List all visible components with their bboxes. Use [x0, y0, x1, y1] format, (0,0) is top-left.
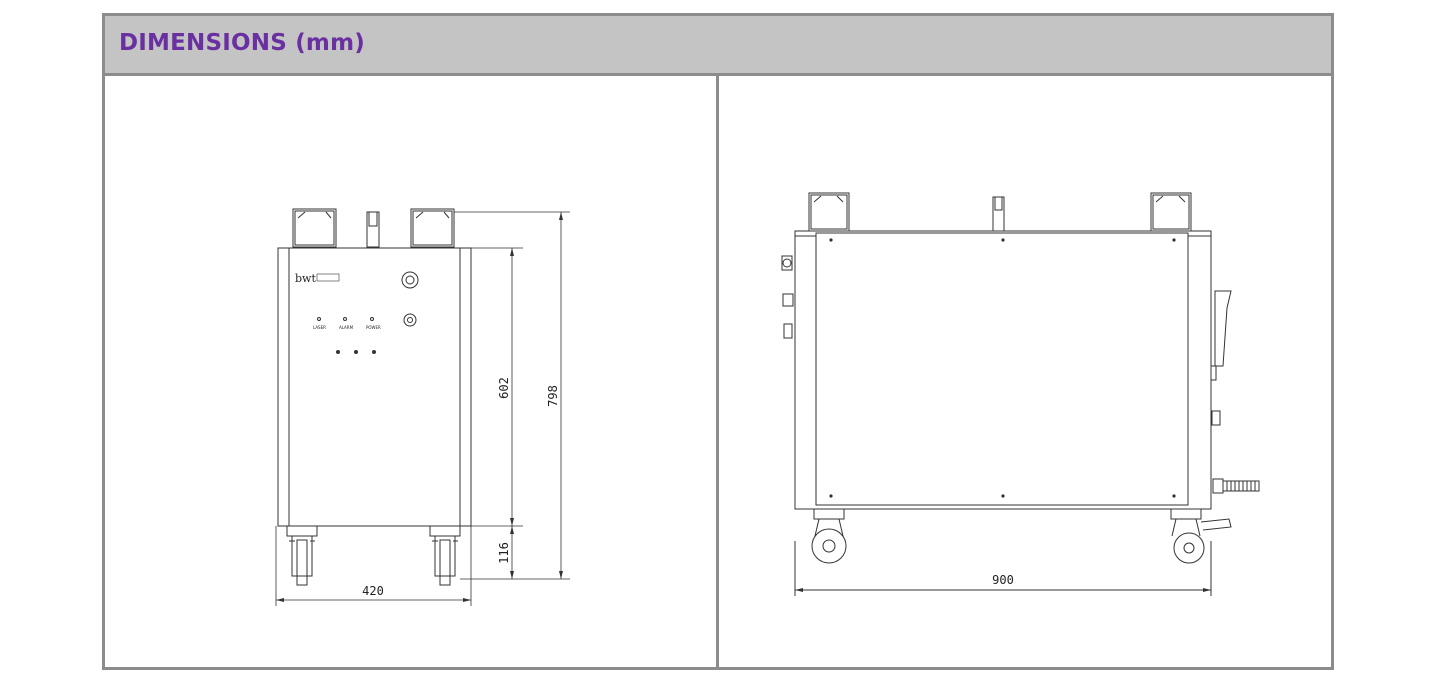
- dimensions-frame: DIMENSIONS (mm): [102, 13, 1334, 670]
- section-title: DIMENSIONS (mm): [119, 30, 365, 56]
- dim-total-height: 798: [546, 385, 560, 407]
- side-handle-left: [808, 192, 850, 232]
- indicator-label-power: POWER: [366, 325, 381, 330]
- indicator-label-laser: LASER: [313, 325, 326, 330]
- side-wheel-right: [1170, 508, 1232, 564]
- indicator-label-alarm: ALARM: [339, 325, 354, 330]
- dim-base-height: 116: [497, 542, 511, 564]
- dim-body-height: 602: [497, 377, 511, 399]
- section-header: DIMENSIONS (mm): [105, 16, 1331, 76]
- front-body: [277, 247, 472, 527]
- side-handle-right: [1150, 192, 1192, 232]
- center-port: [366, 211, 380, 248]
- side-view-panel: 900: [719, 76, 1331, 667]
- wheel-left: [286, 525, 318, 586]
- dim-width: 420: [362, 584, 384, 598]
- handle-right: [410, 208, 455, 248]
- side-body: [794, 230, 1212, 510]
- handle-left: [292, 208, 337, 248]
- front-view-panel: bwt LASER ALARM POWER: [105, 76, 716, 667]
- front-view-drawing: bwt LASER ALARM POWER: [275, 208, 570, 606]
- side-wheel-left: [811, 508, 847, 564]
- side-view-drawing: 900: [781, 192, 1260, 596]
- side-port-center: [992, 196, 1005, 232]
- dim-length: 900: [992, 573, 1014, 587]
- wheel-right: [429, 525, 461, 586]
- brand-logo: bwt: [295, 272, 316, 285]
- panel-divider: [716, 76, 719, 667]
